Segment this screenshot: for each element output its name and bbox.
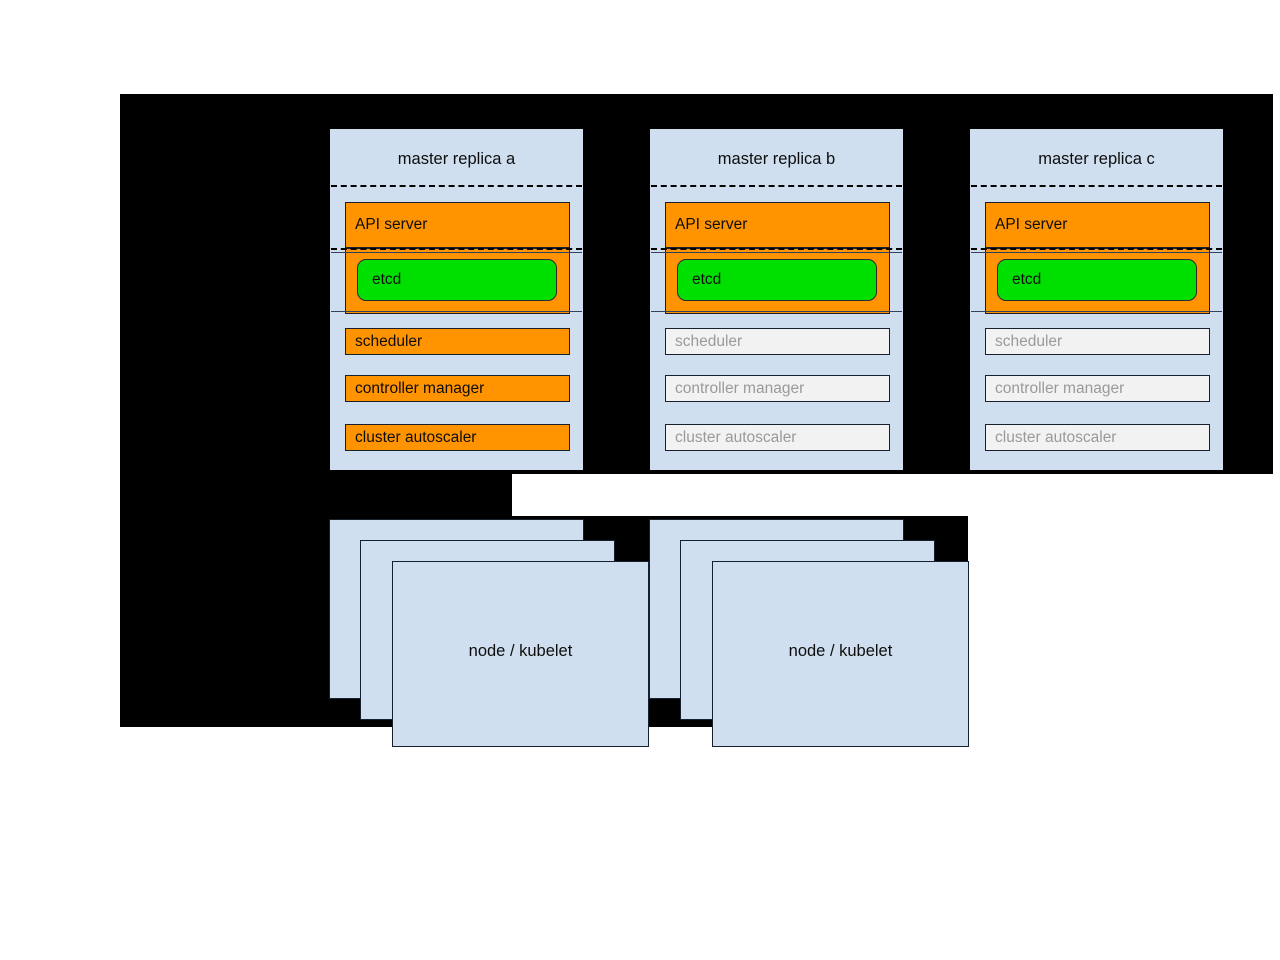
- master-replica-c[interactable]: master replica c API server etcd schedul…: [970, 129, 1223, 470]
- backdrop-gap-strip: [120, 474, 512, 516]
- node-card-front[interactable]: node / kubelet: [712, 561, 969, 747]
- replica-b-rule-upper: [651, 252, 902, 253]
- replica-c-cluster-autoscaler[interactable]: cluster autoscaler: [985, 424, 1210, 451]
- master-replica-a-title: master replica a: [397, 150, 516, 168]
- replica-a-divider-top: [331, 185, 582, 187]
- replica-b-etcd[interactable]: etcd: [677, 259, 877, 301]
- replica-a-rule-upper: [331, 252, 582, 253]
- replica-c-etcd[interactable]: etcd: [997, 259, 1197, 301]
- replica-b-api-server[interactable]: API server: [665, 202, 890, 248]
- replica-c-controller-manager[interactable]: controller manager: [985, 375, 1210, 402]
- master-replica-c-title: master replica c: [1038, 150, 1155, 168]
- master-replica-a[interactable]: master replica a API server etcd schedul…: [330, 129, 583, 470]
- replica-b-divider-top: [651, 185, 902, 187]
- master-replica-b-title: master replica b: [717, 150, 836, 168]
- replica-b-cluster-autoscaler[interactable]: cluster autoscaler: [665, 424, 890, 451]
- replica-a-divider-mid: [331, 248, 582, 250]
- replica-c-api-server[interactable]: API server: [985, 202, 1210, 248]
- replica-b-scheduler[interactable]: scheduler: [665, 328, 890, 355]
- replica-c-rule-upper: [971, 252, 1222, 253]
- replica-b-divider-mid: [651, 248, 902, 250]
- replica-a-controller-manager[interactable]: controller manager: [345, 375, 570, 402]
- replica-a-rule-lower: [331, 311, 582, 312]
- replica-b-controller-manager[interactable]: controller manager: [665, 375, 890, 402]
- replica-c-rule-lower: [971, 311, 1222, 312]
- replica-a-etcd[interactable]: etcd: [357, 259, 557, 301]
- replica-c-divider-mid: [971, 248, 1222, 250]
- replica-a-api-server[interactable]: API server: [345, 202, 570, 248]
- replica-a-cluster-autoscaler[interactable]: cluster autoscaler: [345, 424, 570, 451]
- node-group-2-label: node / kubelet: [788, 642, 893, 660]
- master-replica-b[interactable]: master replica b API server etcd schedul…: [650, 129, 903, 470]
- replica-b-rule-lower: [651, 311, 902, 312]
- node-card-front[interactable]: node / kubelet: [392, 561, 649, 747]
- replica-c-scheduler[interactable]: scheduler: [985, 328, 1210, 355]
- replica-a-scheduler[interactable]: scheduler: [345, 328, 570, 355]
- replica-c-divider-top: [971, 185, 1222, 187]
- node-group-1-label: node / kubelet: [468, 642, 573, 660]
